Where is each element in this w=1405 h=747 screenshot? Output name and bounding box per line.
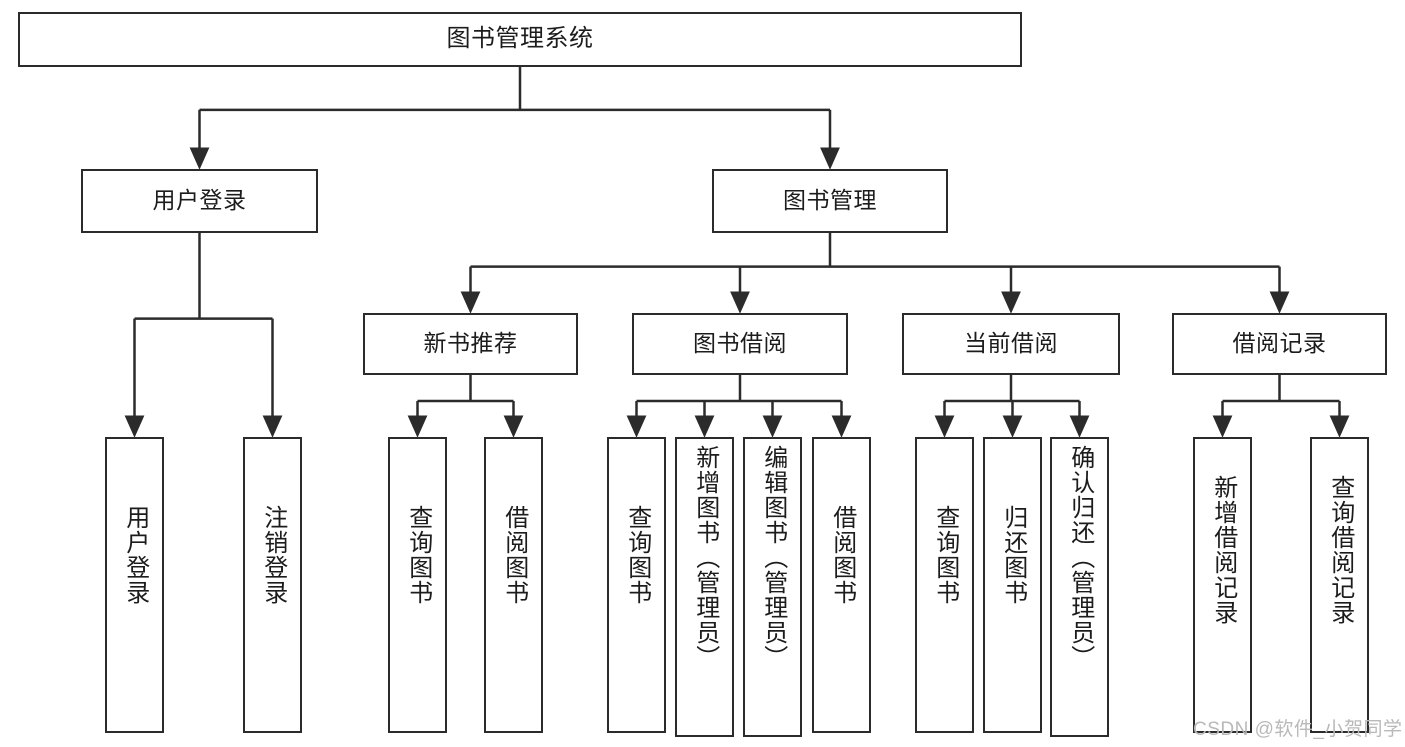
- watermark: CSDN @软件_小贺同学: [1193, 719, 1403, 740]
- node-leaf-10[interactable]: 归还图书: [983, 437, 1042, 733]
- node-label: 当前借阅: [964, 330, 1058, 357]
- node-label: 图书借阅: [693, 330, 787, 357]
- node-records[interactable]: 借阅记录: [1172, 313, 1387, 375]
- node-label: 查询图书: [623, 505, 651, 605]
- node-leaf-12[interactable]: 新增借阅记录: [1193, 437, 1252, 733]
- node-label: 借阅记录: [1232, 330, 1327, 357]
- node-label: 归还图书: [999, 505, 1027, 605]
- node-leaf-1[interactable]: 用户登录: [105, 437, 164, 733]
- node-leaf-7[interactable]: 编辑图书（管理员）: [743, 437, 802, 737]
- node-label: 用户登录: [152, 187, 247, 214]
- node-leaf-4[interactable]: 借阅图书: [484, 437, 543, 733]
- node-label: 借阅图书: [828, 505, 856, 605]
- node-label: 编辑图书（管理员）: [759, 445, 787, 670]
- node-user-login[interactable]: 用户登录: [81, 169, 318, 233]
- node-root[interactable]: 图书管理系统: [18, 12, 1022, 67]
- node-label: 新增借阅记录: [1209, 475, 1237, 625]
- node-leaf-8[interactable]: 借阅图书: [812, 437, 871, 733]
- node-label: 借阅图书: [500, 505, 528, 605]
- node-leaf-11[interactable]: 确认归还（管理员）: [1050, 437, 1109, 737]
- node-label: 新书推荐: [423, 330, 518, 357]
- node-label: 注销登录: [259, 505, 287, 605]
- node-leaf-5[interactable]: 查询图书: [607, 437, 666, 733]
- node-label: 查询图书: [404, 505, 432, 605]
- node-label: 图书管理: [783, 187, 877, 214]
- node-leaf-13[interactable]: 查询借阅记录: [1310, 437, 1369, 733]
- node-label: 查询借阅记录: [1326, 475, 1354, 625]
- node-label: 确认归还（管理员）: [1066, 445, 1094, 670]
- node-label: 查询图书: [931, 505, 959, 605]
- node-leaf-9[interactable]: 查询图书: [915, 437, 974, 733]
- node-leaf-2[interactable]: 注销登录: [243, 437, 302, 733]
- node-book-mgmt[interactable]: 图书管理: [712, 169, 948, 233]
- node-label: 用户登录: [121, 505, 149, 605]
- node-leaf-6[interactable]: 新增图书（管理员）: [675, 437, 734, 737]
- node-label: 图书管理系统: [446, 25, 594, 53]
- node-new-book[interactable]: 新书推荐: [363, 313, 578, 375]
- node-label: 新增图书（管理员）: [691, 445, 719, 670]
- node-leaf-3[interactable]: 查询图书: [388, 437, 447, 733]
- node-current[interactable]: 当前借阅: [902, 313, 1120, 375]
- node-borrow[interactable]: 图书借阅: [632, 313, 848, 375]
